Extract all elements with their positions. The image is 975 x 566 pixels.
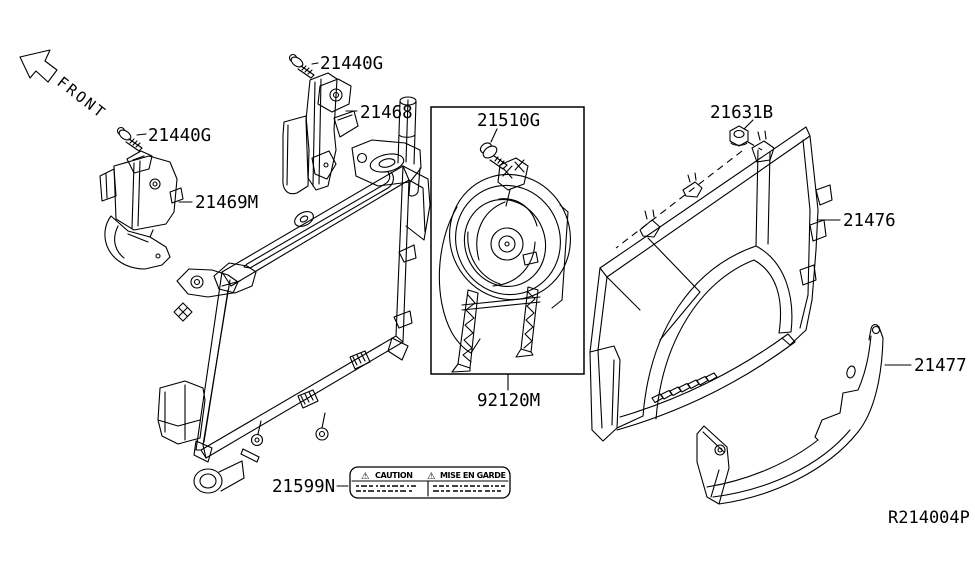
part-label-fan-assembly[interactable]: 92120M — [477, 391, 540, 411]
caution-fine-print — [356, 485, 505, 492]
fan-shroud-drawing — [589, 126, 833, 442]
part-label-caution-plate[interactable]: 21599N — [272, 477, 335, 497]
caution-title-english: CAUTION — [375, 471, 413, 480]
front-arrow — [19, 49, 58, 83]
leader-screw-top — [311, 62, 319, 65]
part-label-bracket-left[interactable]: 21469M — [195, 193, 258, 213]
leader-shroud-nut — [743, 119, 754, 130]
caution-plate-drawing: ⚠ CAUTION ⚠ MISE EN GARDE — [349, 466, 511, 499]
caution-title-french: MISE EN GARDE — [440, 471, 506, 480]
air-guide-drawing — [696, 324, 884, 505]
bracket-21469m-drawing — [99, 150, 184, 270]
part-label-screw-top[interactable]: 21440G — [320, 54, 383, 74]
leader-fan-bolt — [490, 128, 498, 143]
fan-motor-assembly-drawing — [438, 157, 571, 373]
part-label-screw-left[interactable]: 21440G — [148, 126, 211, 146]
screw-icon-top — [288, 53, 315, 79]
warning-triangle-icon-left: ⚠ — [361, 471, 370, 482]
leader-screw-left — [136, 133, 147, 136]
screw-icon-left — [116, 126, 143, 152]
radiator-drawing — [157, 96, 431, 494]
bolt-icon-21510g — [479, 142, 508, 170]
part-label-air-guide[interactable]: 21477 — [914, 356, 967, 376]
diagram-reference-code: R214004P — [888, 508, 970, 528]
warning-triangle-icon-right: ⚠ — [427, 471, 436, 482]
dashed-line-nut-to-stud — [747, 141, 763, 151]
part-label-fan-bolt[interactable]: 21510G — [477, 111, 540, 131]
part-label-fan-shroud[interactable]: 21476 — [843, 211, 896, 231]
dashed-line-shroud-alignment — [615, 150, 743, 249]
part-label-bracket-top[interactable]: 21468 — [360, 103, 413, 123]
part-label-shroud-nut[interactable]: 21631B — [710, 103, 773, 123]
nut-icon-21631b — [729, 125, 749, 147]
bracket-21468-drawing — [282, 72, 359, 195]
